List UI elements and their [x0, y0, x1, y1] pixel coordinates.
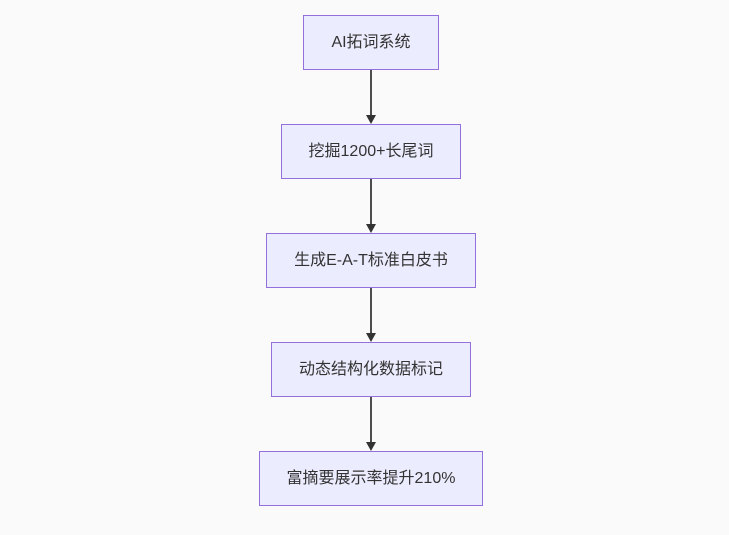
flow-node-label: 动态结构化数据标记	[298, 360, 443, 378]
flow-node-ai-keyword-system: AI拓词系统	[303, 15, 439, 70]
flow-node-structured-data-markup: 动态结构化数据标记	[270, 342, 471, 397]
arrow-line	[370, 179, 372, 224]
arrowhead-down-icon	[366, 442, 376, 451]
flow-node-eat-whitepaper: 生成E-A-T标准白皮书	[266, 233, 476, 288]
arrowhead-down-icon	[366, 115, 376, 124]
flow-node-longtail-mining: 挖掘1200+长尾词	[280, 124, 462, 179]
arrowhead-down-icon	[366, 224, 376, 233]
flow-node-label: 生成E-A-T标准白皮书	[294, 251, 448, 269]
flowchart-diagram: AI拓词系统 挖掘1200+长尾词 生成E-A-T标准白皮书 动态结构化数据标记	[0, 15, 729, 506]
arrow-line	[370, 397, 372, 442]
flow-node-label: 挖掘1200+长尾词	[308, 142, 434, 160]
flow-arrow-2	[366, 179, 376, 233]
arrowhead-down-icon	[366, 333, 376, 342]
flow-node-label: 富摘要展示率提升210%	[286, 469, 456, 487]
flow-arrow-1	[366, 70, 376, 124]
flow-node-rich-snippet-result: 富摘要展示率提升210%	[258, 451, 484, 506]
flow-arrow-3	[366, 288, 376, 342]
arrow-line	[370, 70, 372, 115]
flow-node-label: AI拓词系统	[331, 33, 411, 51]
flow-arrow-4	[366, 397, 376, 451]
arrow-line	[370, 288, 372, 333]
